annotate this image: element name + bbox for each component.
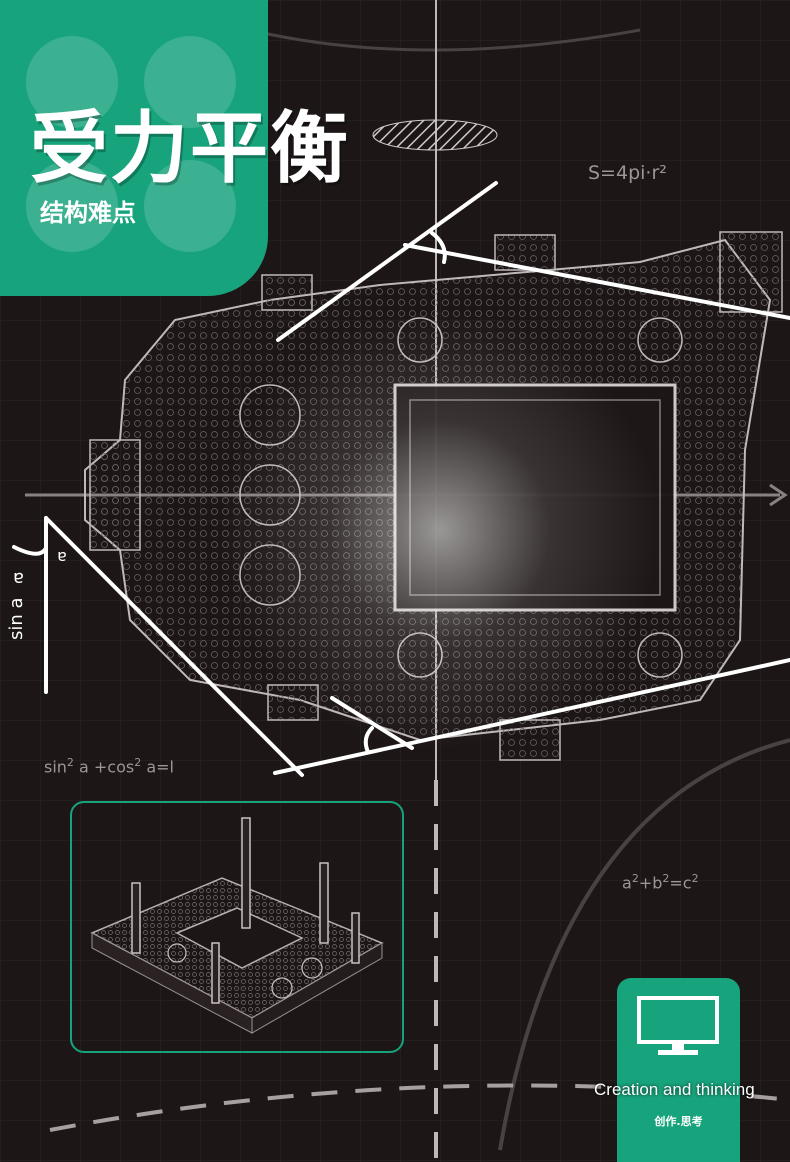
monitor-icon [637,996,719,1055]
formula-exponent: 2 [691,872,699,885]
mosque-3d-model-image [90,817,384,1034]
creation-badge: 创作.思考 [617,978,740,1162]
decorative-circle [26,160,118,252]
formula-sphere-area: S=4pi·r² [588,162,667,184]
formula-exponent: 2 [662,872,670,885]
formula-greek-label: a [13,568,25,589]
formula-part: a +cos [73,757,135,777]
formula-pythagoras: a2+b2=c2 [622,872,699,892]
page-title: 受力平衡 [30,104,351,194]
page-subtitle: 结构难点 [40,199,136,227]
header-card [0,0,268,296]
decorative-circle [144,160,236,252]
model-preview-frame [70,801,404,1053]
badge-label-cn: 创作.思考 [654,1115,703,1128]
formula-sin-a: sin a [6,597,27,640]
formula-part: sin [44,757,67,777]
badge-label-en: Creation and thinking [594,1080,755,1099]
formula-part: a [622,873,632,893]
formula-part: +b [638,873,663,893]
formula-exponent: 2 [66,756,74,769]
formula-part: =c [669,873,692,893]
formula-exponent: 2 [134,756,142,769]
formula-part: a=l [141,757,174,777]
formula-trig-identity: sin2 a +cos2 a=l [44,756,174,776]
decorative-circle [26,36,118,128]
decorative-circle [144,36,236,128]
formula-greek-label: a [57,548,67,567]
formula-exponent: 2 [631,872,639,885]
